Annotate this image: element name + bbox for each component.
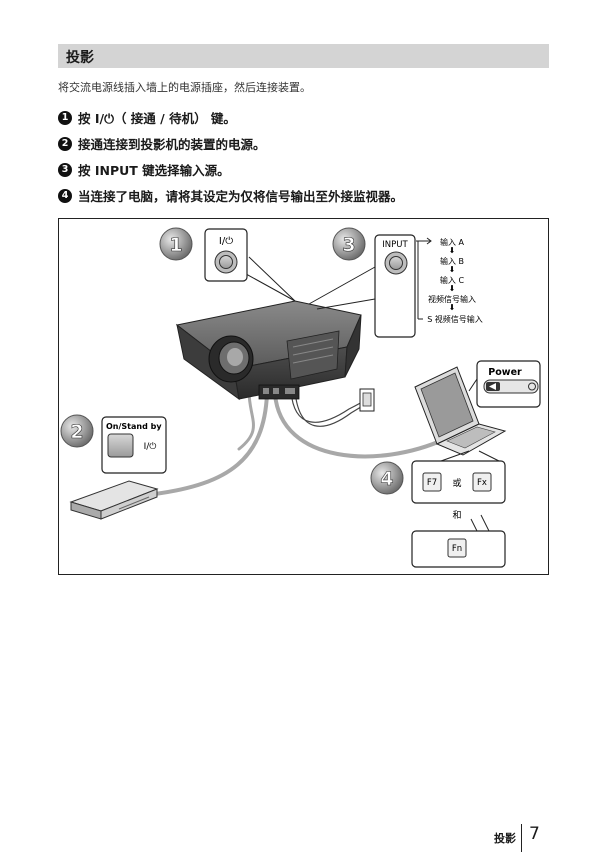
fn-key[interactable] — [447, 538, 467, 558]
or-text: 或 — [452, 477, 461, 489]
step-number: 2 — [58, 136, 72, 151]
power-label: Power — [488, 367, 522, 378]
callout-1: 1 I/⏻ — [159, 227, 296, 302]
f7-key[interactable] — [422, 472, 442, 492]
fn-key-label: Fn — [452, 544, 462, 554]
input-option-video: 视频信号输入 — [428, 294, 476, 304]
step-text: 当连接了电脑，请将其设定为仅将信号输出至外接监视器。 — [78, 189, 404, 204]
power-button-label: I/⏻ — [219, 236, 233, 247]
footer-divider — [521, 824, 522, 852]
and-text: 和 — [452, 510, 461, 521]
input-option-c: 输入 C — [440, 275, 465, 285]
projector-illustration — [175, 300, 362, 401]
input-option-a: 输入 A — [440, 237, 465, 247]
input-option-s-video: S 视频信号输入 — [427, 314, 483, 324]
step-2-badge — [60, 414, 94, 448]
on-standby-label: On/Stand by — [106, 422, 162, 431]
callout-3: 3 INPUT 输入 A ⬇ 输入 B ⬇ 输入 C ⬇ 视频信号输入 ⬇ S … — [308, 227, 483, 338]
standby-button-symbol: I/⏻ — [144, 441, 157, 452]
step-1-badge — [159, 227, 193, 261]
step-3-badge — [332, 227, 366, 261]
step-number: 3 — [58, 162, 72, 177]
step-1-badge-number: 1 — [169, 234, 182, 256]
step-number: 4 — [58, 188, 72, 203]
section-title: 投影 — [66, 50, 94, 66]
page-number: 7 — [529, 824, 540, 844]
callout-4: 4 F7 或 Fx 和 Fn — [370, 450, 506, 568]
input-button-label: INPUT — [382, 240, 408, 250]
step-3-badge-number: 3 — [342, 234, 355, 256]
step-3: 3 按 INPUT 键选择输入源。 — [58, 160, 230, 179]
footer-section-label: 投影 — [494, 832, 516, 845]
fx-key-label: Fx — [477, 478, 487, 488]
laptop-illustration — [414, 366, 507, 456]
section-header-bar: 投影 — [58, 44, 549, 68]
step-text: 按 INPUT 键选择输入源。 — [78, 163, 230, 178]
video-device-illustration — [69, 480, 159, 520]
f7-key-label: F7 — [427, 478, 437, 488]
cables — [153, 389, 447, 496]
intro-text: 将交流电源线插入墙上的电源插座，然后连接装置。 — [58, 81, 311, 94]
callout-2: 2 On/Stand by I/⏻ — [60, 414, 167, 474]
power-cord — [290, 390, 370, 427]
down-arrow-icon: ⬇ — [449, 284, 456, 293]
step-1: 1 按 I/⏻（ 接通 / 待机） 键。 — [58, 108, 236, 127]
step-4-badge — [370, 461, 404, 495]
step-4: 4 当连接了电脑，请将其设定为仅将信号输出至外接监视器。 — [58, 186, 403, 205]
fx-key[interactable] — [472, 472, 492, 492]
step-4-badge-number: 4 — [380, 468, 393, 490]
down-arrow-icon: ⬇ — [449, 265, 456, 274]
input-option-b: 输入 B — [440, 256, 464, 266]
step-2: 2 接通连接到投影机的装置的电源。 — [58, 134, 266, 153]
wall-outlet — [359, 388, 375, 412]
step-number: 1 — [58, 110, 72, 125]
on-standby-button[interactable] — [107, 433, 134, 458]
down-arrow-icon: ⬇ — [449, 246, 456, 255]
connection-diagram: 1 I/⏻ 3 INPUT 输入 A ⬇ 输入 B ⬇ 输入 C ⬇ 视频信号输… — [58, 218, 549, 575]
step-text: 接通连接到投影机的装置的电源。 — [78, 137, 266, 152]
down-arrow-icon: ⬇ — [449, 303, 456, 312]
step-2-badge-number: 2 — [70, 421, 83, 443]
step-text: 按 I/⏻（ 接通 / 待机） 键。 — [78, 111, 236, 126]
power-callout: Power — [468, 360, 541, 408]
left-arrow-icon — [489, 383, 496, 390]
